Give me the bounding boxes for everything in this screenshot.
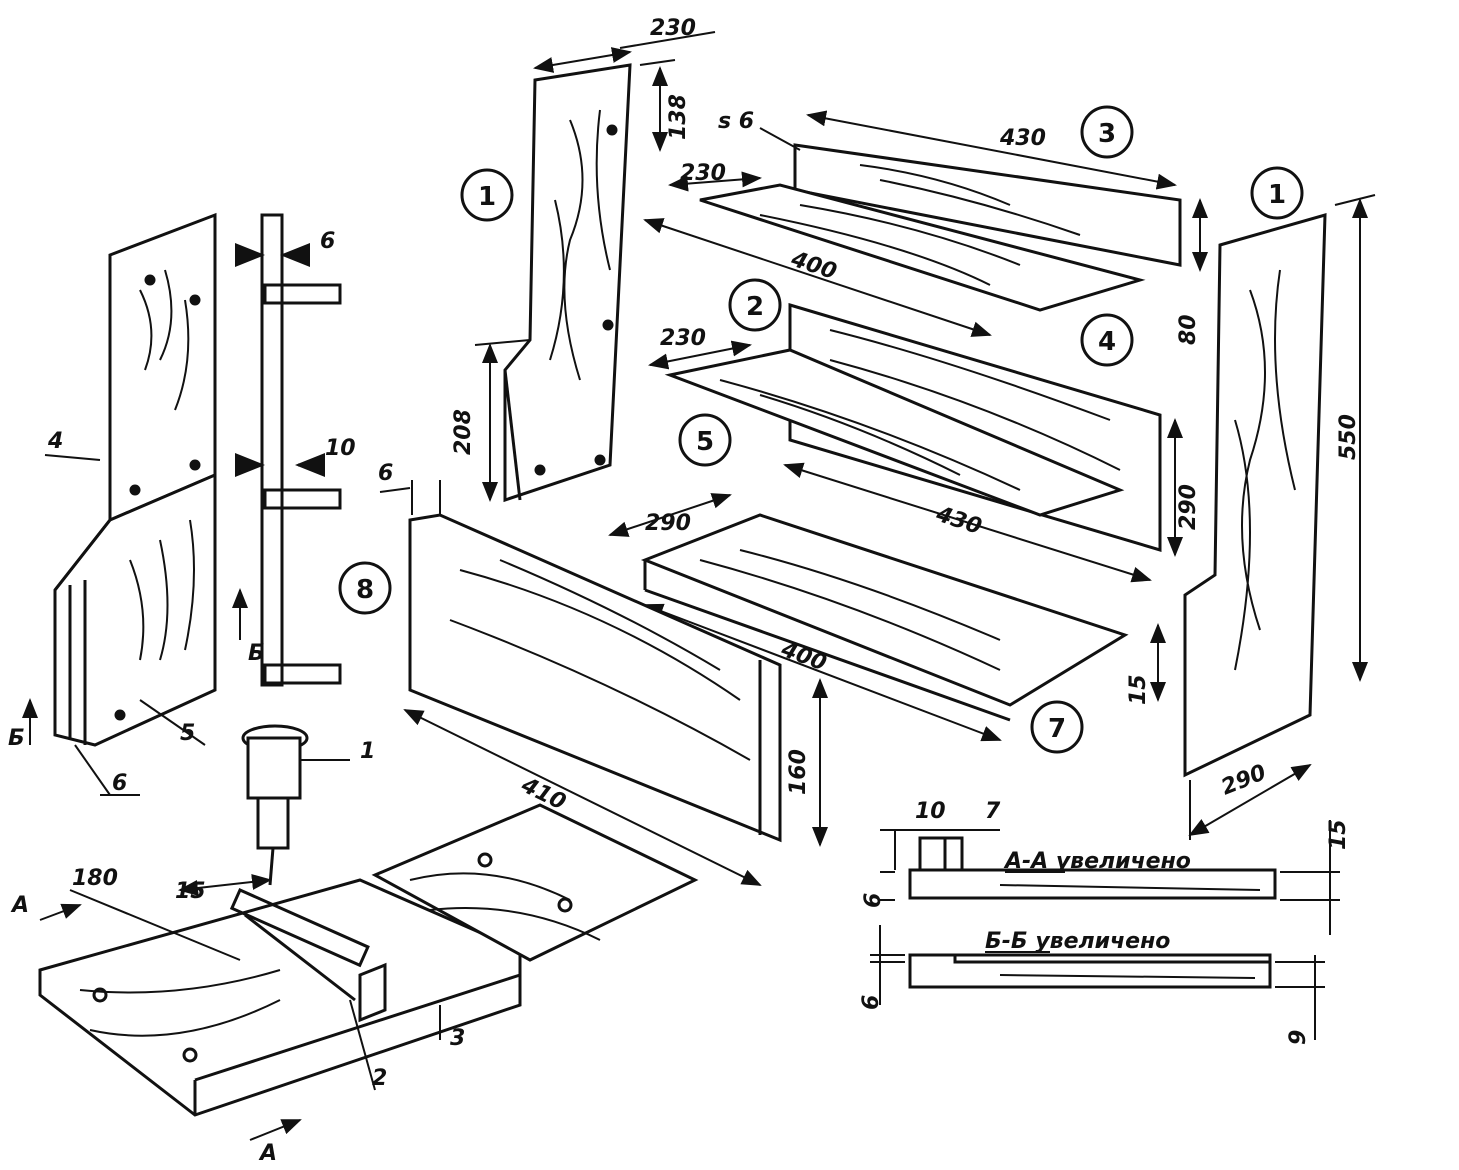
part-8-front-panel [379,480,828,886]
dim-7-section: 7 [985,799,1001,824]
dim-6-section-b: 6 [859,995,884,1010]
dim-230-mid: 230 [680,161,726,186]
label-side-4: 4 [47,429,63,454]
dim-230-shelf: 230 [660,326,706,351]
dim-208: 208 [451,409,476,455]
routing-jig [38,803,699,1117]
label-jig-3: 3 [450,1026,465,1051]
router-tool [241,724,350,886]
dim-6-section-a: 6 [861,893,886,908]
label-side-5: 5 [180,721,195,746]
dim-6-panel: 6 [378,461,393,486]
dim-9-section: 9 [1286,1030,1311,1045]
part-number-1-left: 1 [478,182,496,212]
dim-10-section: 10 [915,799,946,824]
label-section-a-left: А [10,893,29,918]
dim-15-jig: 15 [175,879,206,904]
dim-550: 550 [1336,414,1361,460]
dim-6-edge: 6 [320,229,335,254]
dim-15-right: 15 [1126,674,1151,705]
dim-180: 180 [72,866,118,891]
part-2-circle [728,278,782,332]
part-1-right-circle [1250,166,1304,220]
dim-400-top: 400 [787,247,839,285]
part-1-left-circle [460,168,514,222]
dim-430-top: 430 [999,126,1046,151]
part-4-circle [1080,313,1134,367]
dim-290-bottom: 290 [1218,760,1270,800]
part-1-right-upright [1183,194,1376,840]
section-bb-title: Б-Б увеличено [985,929,1170,954]
label-side-6: 6 [112,771,127,796]
section-aa-view [880,820,1340,935]
part-1-left-upright [474,31,716,503]
dim-230-top: 230 [650,16,696,41]
edge-section-view [235,213,342,687]
dim-400-low: 400 [777,637,830,677]
label-section-a-bottom: А [258,1141,277,1166]
dim-s6: s 6 [718,109,754,134]
part-number-4: 4 [1098,327,1116,357]
part-3-shelf-back [759,110,1182,267]
dim-80: 80 [1176,314,1201,345]
part-4-shelf [643,171,1208,337]
dim-430-mid: 430 [932,502,984,540]
part-3-circle [1080,105,1134,159]
part-number-8: 8 [356,575,374,605]
part-number-5: 5 [696,427,714,457]
part-number-1-right: 1 [1268,180,1286,210]
dim-15-section: 15 [1326,819,1351,850]
label-jig-2: 2 [372,1066,387,1091]
section-bb-view [870,925,1325,1040]
part-7-bottom-shelf [608,493,1166,742]
dim-10-edge: 10 [325,436,356,461]
dim-290-mid: 290 [645,511,691,536]
label-section-b-left: Б [8,726,25,751]
part-8-circle [338,561,392,615]
label-tool-1: 1 [360,739,375,764]
part-number-3: 3 [1098,119,1116,149]
dim-138: 138 [666,94,691,140]
side-panel-assembly [53,212,217,747]
part-7-circle [1030,700,1084,754]
section-aa-title: А-А увеличено [1003,849,1191,874]
part-5-shelf [648,340,1152,583]
part-5-circle [678,413,732,467]
part-number-7: 7 [1048,714,1066,744]
dim-290-right: 290 [1176,484,1201,530]
dim-160: 160 [786,749,811,795]
part-number-2: 2 [746,292,764,322]
